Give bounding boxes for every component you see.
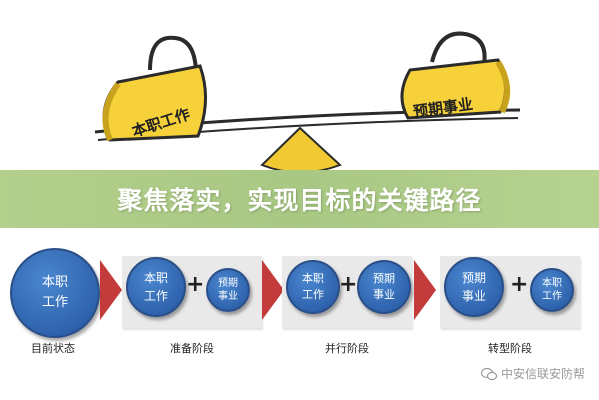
title-banner: 聚焦落实，实现目标的关键路径 bbox=[0, 170, 599, 228]
stage-transform-node-job: 本职 工作 bbox=[530, 268, 574, 312]
plus-operator: + bbox=[186, 272, 205, 297]
arrow-icon bbox=[414, 260, 436, 320]
watermark: 中安信联安防帮 bbox=[480, 365, 585, 382]
stage-label-current: 目前状态 bbox=[31, 342, 75, 355]
stage-label-prepare: 准备阶段 bbox=[170, 342, 214, 355]
arrow-icon bbox=[262, 260, 284, 320]
wechat-icon bbox=[480, 367, 497, 380]
banner-title: 聚焦落实，实现目标的关键路径 bbox=[117, 186, 482, 215]
plus-operator: + bbox=[510, 272, 529, 297]
stage-label-parallel: 并行阶段 bbox=[325, 342, 369, 355]
balance-illustration: 本职工作 预期事业 bbox=[94, 31, 521, 174]
stage-label-transform: 转型阶段 bbox=[488, 342, 532, 355]
stage-parallel-node-career: 预期 事业 bbox=[357, 260, 411, 314]
stage-prepare-node-job: 本职 工作 bbox=[126, 257, 186, 317]
watermark-text: 中安信联安防帮 bbox=[500, 367, 585, 381]
left-bag: 本职工作 bbox=[102, 35, 208, 142]
plus-operator: + bbox=[339, 272, 358, 297]
stage-prepare-node-career: 预期 事业 bbox=[206, 268, 250, 312]
arrow-icon bbox=[100, 260, 122, 320]
fulcrum bbox=[260, 126, 342, 174]
transition-flow: 本职 工作 目前状态 本职 工作 + 预期 事业 准备阶段 本职 工作 + 预期… bbox=[0, 228, 599, 400]
stage-parallel-node-job: 本职 工作 bbox=[286, 260, 340, 314]
stage-transform-node-career: 预期 事业 bbox=[444, 257, 504, 317]
stage-current-node-job: 本职 工作 bbox=[10, 248, 100, 338]
right-bag: 预期事业 bbox=[400, 31, 511, 121]
